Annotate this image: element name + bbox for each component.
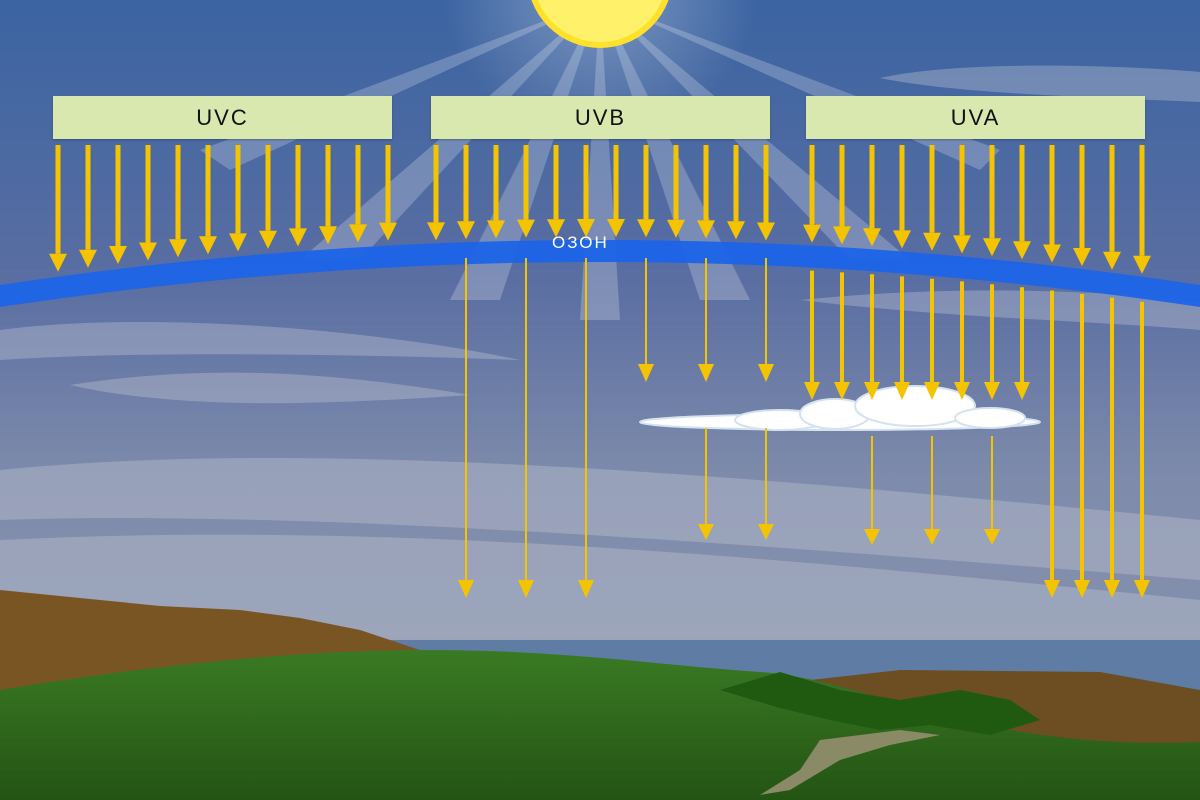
uva-arrow-4-head: [893, 230, 911, 249]
uvc-arrow-10-head: [319, 226, 337, 245]
uvb-cloud-arrow-3-head: [758, 364, 774, 382]
uvb-arrow-10-head: [697, 220, 715, 239]
uva-below-cloud-arrow-3-head: [984, 529, 1000, 545]
uvc-arrow-2-head: [79, 249, 97, 268]
uvb-ground-arrow-1-head: [458, 580, 474, 598]
uvc-arrow-4-head: [139, 242, 157, 261]
uvc-arrow-3-head: [109, 246, 127, 265]
uva-cloud-arrow-6-head: [954, 382, 970, 400]
ozone-label: ОЗОН: [552, 233, 609, 252]
hills: [0, 590, 420, 690]
grass: [0, 650, 1200, 800]
uvb-arrow-3-head: [487, 220, 505, 239]
uvc-arrow-9-head: [289, 228, 307, 247]
uva-arrow-9-head: [1043, 244, 1061, 263]
uva-cloud-arrow-2-head: [834, 382, 850, 400]
uva-cloud-arrow-5-head: [924, 382, 940, 400]
uva-arrow-12-head: [1133, 255, 1151, 274]
uva-cloud-arrow-1-head: [804, 382, 820, 400]
uvc-arrow-7-head: [229, 233, 247, 252]
uvb-arrow-5-head: [547, 219, 565, 238]
uva-arrow-1-head: [803, 224, 821, 243]
uva-arrow-3-head: [863, 228, 881, 247]
uvc-arrow-6-head: [199, 236, 217, 255]
uvb-arrow-1-head: [427, 222, 445, 241]
ozone-layer: [0, 240, 1200, 307]
uvb-arrow-6-head: [577, 219, 595, 238]
uva-cloud-arrow-7-head: [984, 382, 1000, 400]
uvc-arrow-1-head: [49, 253, 67, 272]
uvc-arrow-8-head: [259, 230, 277, 249]
uvc-arrow-12-head: [379, 222, 397, 241]
uva-arrow-8-head: [1013, 241, 1031, 260]
uva-ground-arrow-2-head: [1074, 580, 1090, 598]
uva-arrow-5-head: [923, 232, 941, 251]
uvb-cloud-arrow-1-head: [638, 364, 654, 382]
uvc-arrow-5-head: [169, 239, 187, 258]
sun: [531, 0, 669, 48]
uva-arrow-2-head: [833, 226, 851, 245]
grass-ridge: [720, 672, 1040, 735]
uva-arrow-11-head: [1103, 251, 1121, 270]
uvb-arrow-12-head: [757, 222, 775, 241]
uvb-arrow-4-head: [517, 219, 535, 238]
haze-streaks: [0, 65, 1200, 640]
uvb-arrow-9-head: [667, 219, 685, 238]
uv-arrows: [49, 145, 1151, 598]
uva-arrow-7-head: [983, 238, 1001, 257]
uva-ground-arrow-3-head: [1104, 580, 1120, 598]
uvb-label: UVB: [431, 96, 770, 139]
uva-below-cloud-arrow-1-head: [864, 529, 880, 545]
uvb-ground-arrow-3-head: [578, 580, 594, 598]
path: [760, 730, 940, 795]
uvb-arrow-2-head: [457, 221, 475, 240]
uva-arrow-10-head: [1073, 248, 1091, 267]
uvb-cloud-arrow-2-head: [698, 364, 714, 382]
uvb-arrow-11-head: [727, 221, 745, 240]
uva-arrow-6-head: [953, 235, 971, 254]
uva-ground-arrow-1-head: [1044, 580, 1060, 598]
uva-cloud-arrow-8-head: [1014, 382, 1030, 400]
uva-cloud-arrow-4-head: [894, 382, 910, 400]
cloud: [639, 385, 1041, 431]
uvb-arrow-8-head: [637, 219, 655, 238]
uva-below-cloud-arrow-2-head: [924, 529, 940, 545]
uva-ground-arrow-4-head: [1134, 580, 1150, 598]
uvb-ground-arrow-2-head: [518, 580, 534, 598]
uvb-arrow-7-head: [607, 219, 625, 238]
uvc-arrow-11-head: [349, 224, 367, 243]
uvb-below-cloud-arrow-2-head: [758, 524, 774, 540]
uvc-label: UVC: [53, 96, 392, 139]
uva-cloud-arrow-3-head: [864, 382, 880, 400]
uva-label: UVA: [806, 96, 1145, 139]
uvb-below-cloud-arrow-1-head: [698, 524, 714, 540]
